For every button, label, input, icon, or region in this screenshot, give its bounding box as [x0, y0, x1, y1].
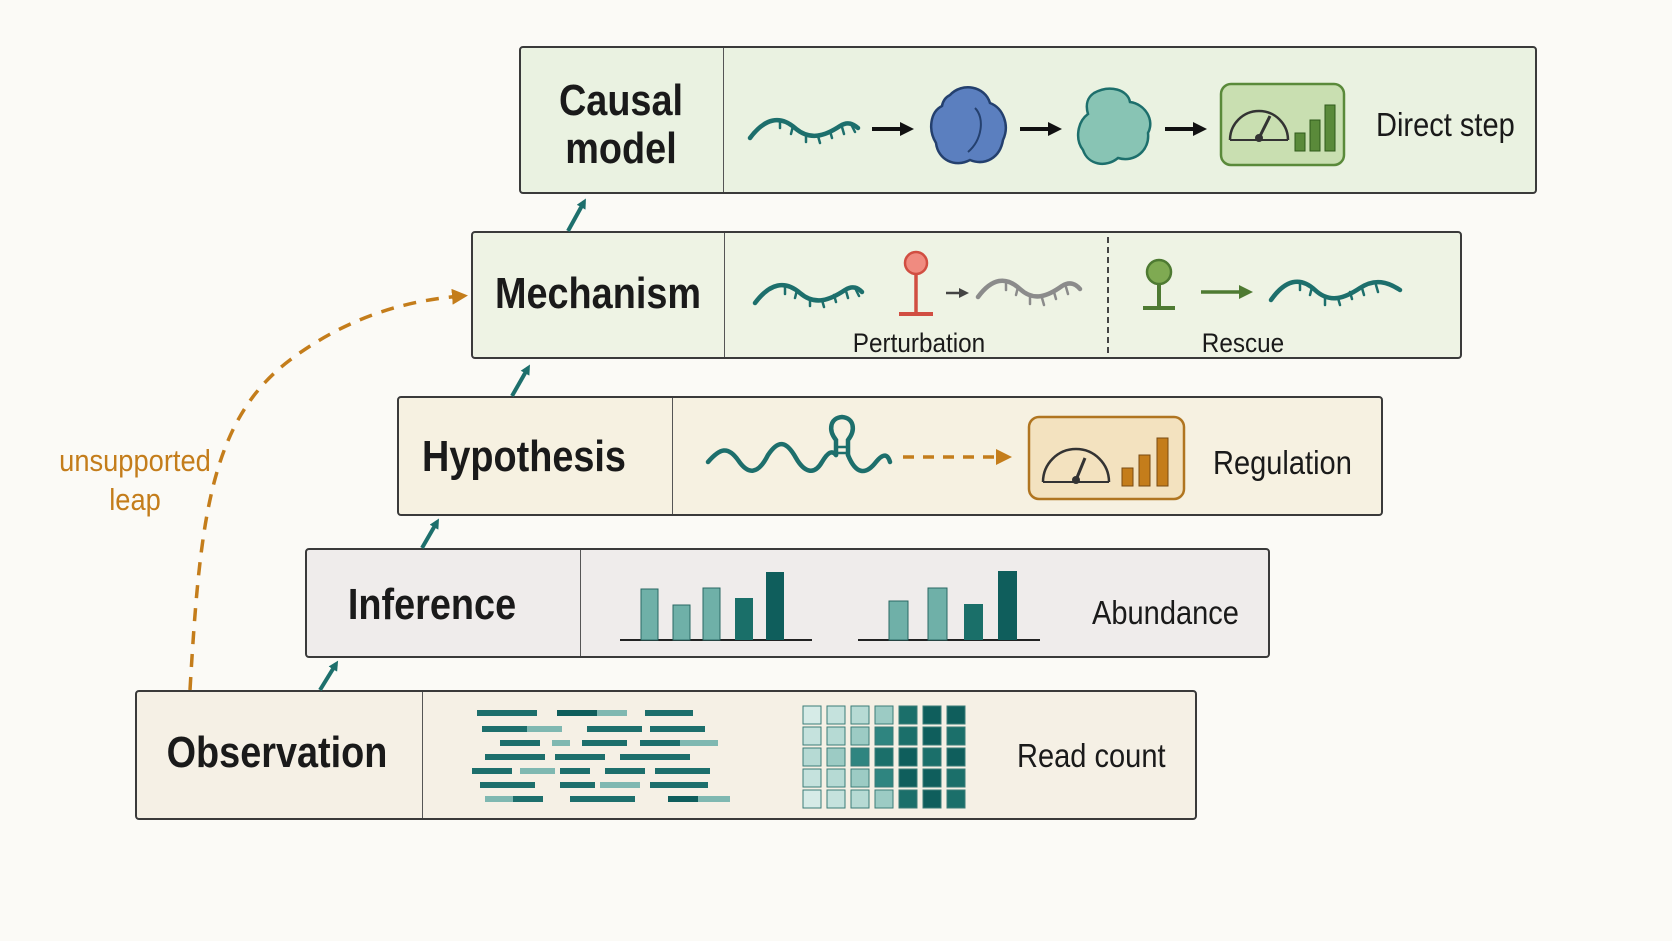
- causal-title-line2: model: [565, 124, 677, 173]
- gauge-icon: [1027, 415, 1186, 501]
- leap-line2: leap: [109, 481, 161, 517]
- arrow-mechanism-to-causal: [566, 198, 586, 232]
- arrow-inference-to-hypothesis: [420, 518, 439, 549]
- rescue-label: Rescue: [1201, 328, 1285, 358]
- hypothesis-title: Hypothesis: [422, 432, 626, 481]
- unsupported-leap-arrow: [188, 288, 468, 691]
- inhibitor-icon: [899, 250, 933, 316]
- mechanism-title: Mechanism: [494, 269, 702, 318]
- inference-divider: [580, 550, 581, 656]
- causal-model-box: Causal model Direct step: [519, 46, 1537, 194]
- rna-strand-icon-gray: [975, 278, 1083, 307]
- step-arrows: [318, 198, 586, 692]
- arrow-observation-to-inference: [318, 660, 339, 692]
- hypothesis-label: Regulation: [1213, 444, 1352, 481]
- causal-title-line1: Causal: [558, 76, 684, 125]
- arrow-hypothesis-to-mechanism: [510, 364, 530, 397]
- rna-strand-icon-causal: [747, 117, 861, 145]
- gauge-icon-green: [1219, 82, 1346, 167]
- mechanism-dashed-divider: [1107, 237, 1109, 353]
- inference-label: Abundance: [1092, 594, 1239, 631]
- hypothesis-box: Hypothesis Regulation: [397, 396, 1383, 516]
- unsupported-leap-label: unsupported leap: [51, 442, 218, 520]
- causal-divider: [723, 48, 724, 192]
- hairpin-rna-icon: [705, 414, 893, 474]
- hypothesis-divider: [672, 398, 673, 514]
- inference-title: Inference: [347, 580, 517, 629]
- causal-label: Direct step: [1376, 106, 1515, 143]
- rna-strand-icon-rescue: [1268, 279, 1403, 307]
- heatmap-grid-icon: [802, 705, 966, 809]
- activator-icon: [1143, 258, 1175, 310]
- mechanism-divider: [724, 233, 725, 357]
- protein-icon-teal: [1076, 87, 1152, 166]
- observation-divider: [422, 692, 423, 818]
- bar-chart-icon: [620, 572, 812, 641]
- leap-line1: unsupported: [59, 443, 211, 478]
- protein-icon-blue: [929, 86, 1007, 165]
- observation-title: Observation: [166, 728, 388, 777]
- rna-strand-icon-mechanism: [752, 282, 865, 309]
- perturbation-label: Perturbation: [852, 328, 986, 358]
- observation-label: Read count: [1017, 737, 1166, 774]
- bar-chart-icon-2: [858, 571, 1040, 641]
- read-alignment-icon: [472, 710, 730, 802]
